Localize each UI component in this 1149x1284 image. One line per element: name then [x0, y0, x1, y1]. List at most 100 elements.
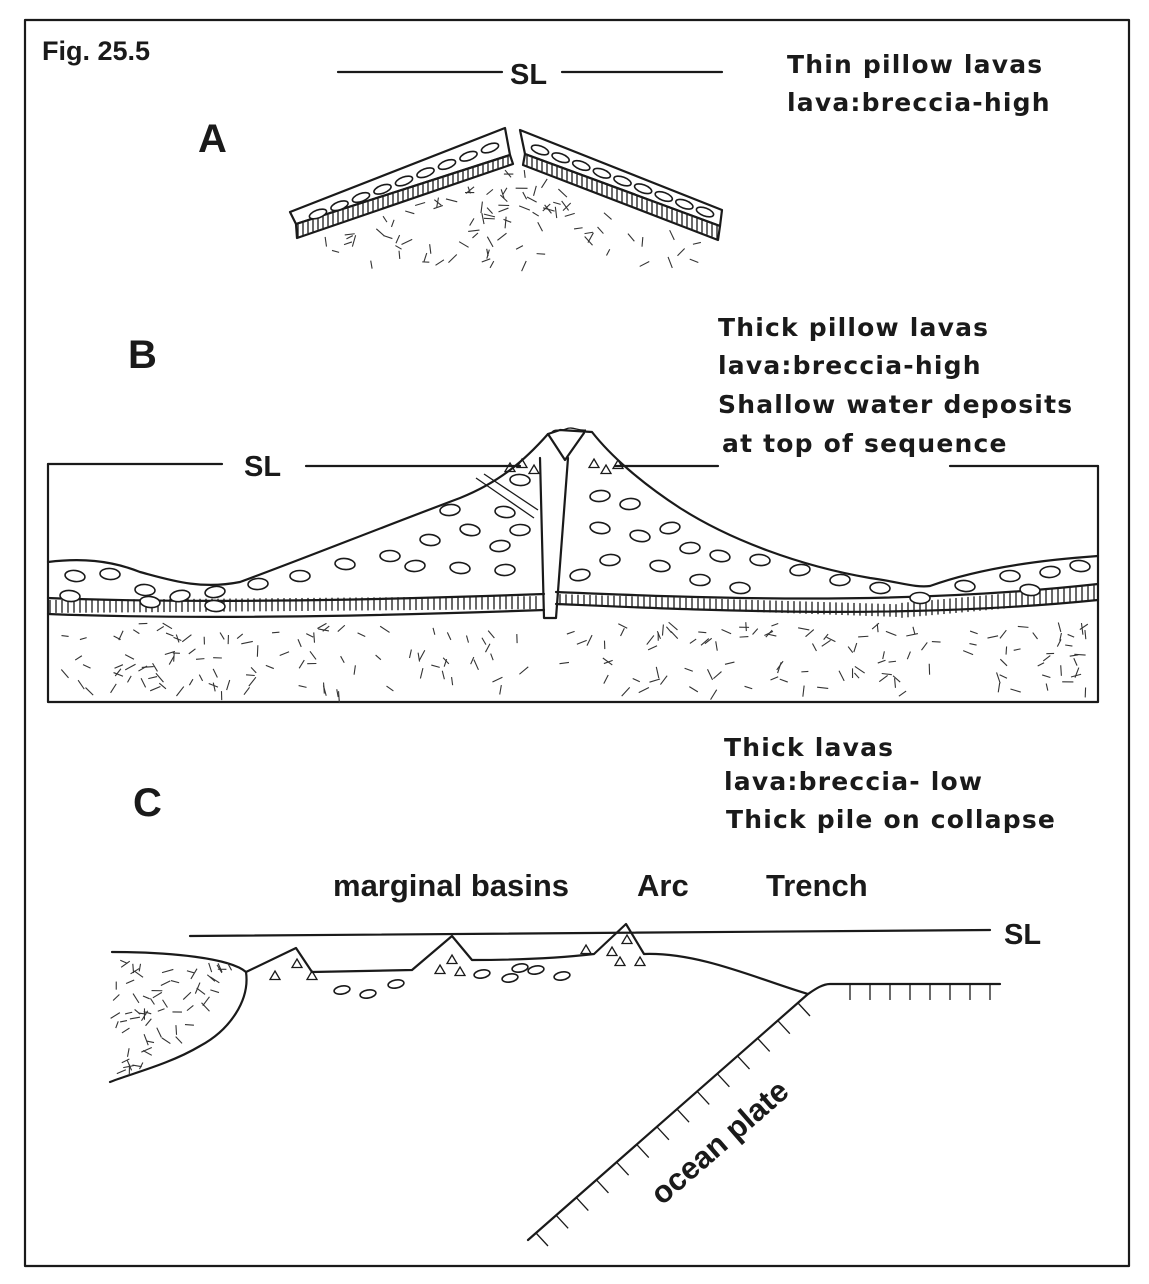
gabbro-dash	[141, 666, 154, 668]
gabbro-dash	[486, 188, 494, 196]
gabbro-dash	[573, 227, 583, 230]
pillow-lava	[59, 589, 81, 603]
gabbro-dash	[987, 635, 999, 639]
figure-label: Fig. 25.5	[42, 36, 150, 66]
gabbro-dash	[826, 636, 836, 643]
gabbro-dash	[821, 639, 831, 647]
panel-c-breccia	[268, 933, 647, 981]
gabbro-dash	[559, 661, 570, 665]
gabbro-dash	[649, 678, 661, 683]
gabbro-dash	[152, 991, 163, 999]
gabbro-dash	[503, 218, 512, 223]
gabbro-dash	[188, 678, 194, 686]
gabbro-dash	[173, 652, 175, 662]
panel-b-shallow-water-band-2	[483, 473, 539, 511]
gabbro-dash	[432, 627, 436, 635]
pillow-lava	[599, 553, 621, 567]
pillow-lava	[334, 557, 356, 571]
panel-c-note-1: Thick lavas	[724, 733, 894, 762]
gabbro-dash	[186, 970, 195, 974]
gabbro-dash	[120, 1019, 128, 1023]
breccia-clast	[453, 965, 467, 977]
gabbro-dash	[141, 1047, 153, 1053]
pillow-lava	[619, 497, 641, 511]
gabbro-dash	[487, 630, 495, 639]
pillow-lava	[379, 549, 401, 563]
gabbro-dash	[236, 633, 244, 640]
gabbro-dash	[921, 642, 928, 651]
breccia-clast	[611, 458, 625, 470]
pillow-lava	[571, 159, 591, 172]
gabbro-dash	[1065, 644, 1073, 647]
gabbro-dash	[216, 964, 223, 974]
pillow-lava	[659, 521, 681, 535]
gabbro-dash	[661, 624, 664, 636]
gabbro-dash	[894, 678, 897, 688]
gabbro-dash	[468, 229, 480, 232]
label-marginal-basins: marginal basins	[333, 868, 569, 903]
gabbro-dash	[779, 678, 788, 683]
gabbro-dash	[721, 629, 732, 635]
gabbro-dash	[250, 667, 257, 674]
pillow-lava	[139, 595, 161, 609]
gabbro-dash	[999, 629, 1007, 639]
gabbro-dash	[176, 686, 185, 697]
panel-c-sea-floor	[244, 922, 810, 996]
gabbro-dash	[627, 233, 635, 242]
panel-c-sea-level-line	[188, 928, 992, 938]
gabbro-dash	[515, 245, 524, 250]
gabbro-dash	[110, 1012, 121, 1019]
pillow-lava	[553, 971, 571, 981]
panel-b-sea-level-label: SL	[244, 451, 281, 483]
gabbro-dash	[313, 632, 316, 643]
gabbro-dash	[739, 635, 749, 638]
plate-tick	[716, 1073, 730, 1088]
gabbro-dash	[469, 218, 475, 226]
pillow-lava	[330, 200, 349, 212]
panel-a: A SL Thin pillow lavas lava:breccia-high	[198, 50, 1050, 272]
gabbro-dash	[537, 221, 543, 232]
gabbro-dash	[770, 676, 779, 681]
gabbro-dash	[336, 689, 339, 698]
gabbro-dash	[641, 237, 644, 247]
gabbro-dash	[823, 633, 829, 640]
gabbro-dash	[398, 250, 401, 259]
gabbro-dash	[149, 998, 155, 1005]
gabbro-dash	[60, 669, 69, 679]
gabbro-dash	[670, 631, 679, 640]
gabbro-dash	[533, 185, 537, 196]
panel-c-continental-block	[108, 950, 248, 1084]
breccia-clast	[515, 457, 529, 469]
gabbro-dash	[878, 674, 888, 683]
gabbro-dash	[1045, 683, 1049, 691]
panel-b-breccia	[503, 457, 625, 475]
gabbro-dash	[353, 665, 356, 675]
label-ocean-plate: ocean plate	[644, 1073, 796, 1211]
pillow-lava	[729, 581, 751, 595]
gabbro-dash	[417, 652, 421, 662]
gabbro-dash	[196, 987, 206, 995]
pillow-lava	[473, 969, 491, 979]
gabbro-dash	[586, 634, 593, 646]
panel-b-shallow-water-band-1	[475, 477, 535, 519]
gabbro-dash	[1057, 622, 1062, 633]
pillow-lava	[416, 167, 435, 179]
plate-tick	[575, 1197, 589, 1212]
gabbro-dash	[500, 194, 508, 202]
gabbro-dash	[603, 674, 609, 684]
gabbro-dash	[138, 665, 148, 672]
gabbro-dash	[317, 622, 327, 629]
pillow-lava	[437, 158, 457, 171]
pillow-lava	[459, 150, 478, 162]
pillow-lava	[394, 175, 414, 187]
gabbro-dash	[1013, 648, 1021, 651]
gabbro-dash	[962, 650, 974, 656]
gabbro-dash	[132, 963, 135, 974]
gabbro-dash	[1074, 653, 1086, 656]
gabbro-dash	[885, 630, 897, 637]
breccia-clast	[290, 957, 304, 969]
gabbro-dash	[124, 654, 135, 660]
pillow-lava	[654, 190, 674, 203]
gabbro-dash	[127, 675, 132, 683]
gabbro-dash	[858, 635, 869, 638]
